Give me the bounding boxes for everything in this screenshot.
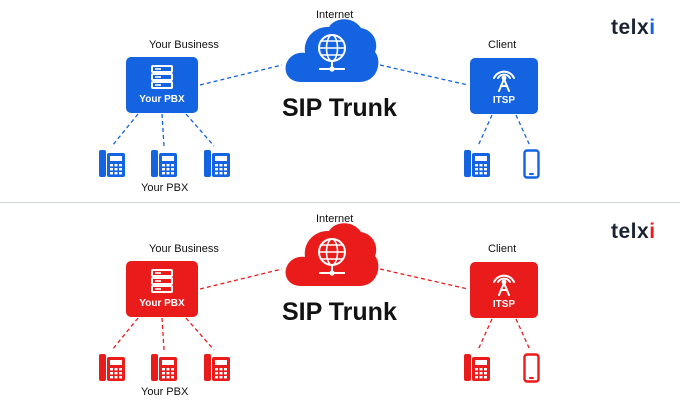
brand-logo: telxi [611,220,656,244]
desk-phone-icon [204,354,230,381]
link-pbx-phone-1 [111,113,139,147]
link-itsp-mobile [515,114,531,147]
link-cloud-itsp [379,64,469,86]
brand-text: telxi [611,16,656,39]
server-icon [151,269,173,293]
link-itsp-phone [477,114,493,147]
server-icon [151,65,173,89]
internet-label: Internet [316,213,354,225]
pbx-box: Your PBX [126,57,198,113]
desk-phone-icon [464,354,490,381]
client-label: Client [488,243,517,255]
link-itsp-mobile [515,318,531,351]
itsp-box: ITSP [470,262,538,318]
pbx-phones-label: Your PBX [141,386,189,398]
business-label: Your Business [149,39,219,51]
link-pbx-phone-2 [161,317,165,351]
client-label: Client [488,39,517,51]
desk-phone-icon [151,354,177,381]
business-label: Your Business [149,243,219,255]
desk-phone-icon [464,150,490,177]
link-pbx-phone-3 [185,113,215,147]
mobile-phone-icon [523,353,540,383]
connection-lines [111,268,531,351]
brand-text: telxi [611,220,656,243]
globe-icon [318,238,346,276]
antenna-icon [493,70,515,92]
pbx-phones-label: Your PBX [141,182,189,194]
pbx-box: Your PBX [126,261,198,317]
link-cloud-itsp [379,268,469,290]
itsp-box-label: ITSP [492,299,516,310]
brand-logo: telxi [611,16,656,40]
link-pbx-cloud [199,268,283,290]
pbx-box-label: Your PBX [139,94,185,105]
sip-trunk-label: SIP Trunk [282,298,397,326]
antenna-icon [493,274,515,296]
link-pbx-phone-2 [161,113,165,147]
connection-lines [111,64,531,147]
internet-cloud [285,223,379,286]
itsp-box: ITSP [470,58,538,114]
link-pbx-cloud [199,64,283,86]
desk-phone-icon [151,150,177,177]
desk-phone-icon [99,354,125,381]
internet-label: Internet [316,9,354,21]
desk-phone-icon [204,150,230,177]
itsp-box-label: ITSP [492,95,516,106]
pbx-box-label: Your PBX [139,298,185,309]
sip-trunk-label: SIP Trunk [282,94,397,122]
mobile-phone-icon [523,149,540,179]
globe-icon [318,34,346,72]
diagram-panel-blue: Internet telxi Your Business Client SIP … [0,0,680,202]
desk-phone-icon [99,150,125,177]
link-pbx-phone-3 [185,317,215,351]
link-itsp-phone [477,318,493,351]
internet-cloud [285,19,379,82]
panel-divider [0,202,680,203]
link-pbx-phone-1 [111,317,139,351]
diagram-panel-red: Internet telxi Your Business Client SIP … [0,204,680,406]
